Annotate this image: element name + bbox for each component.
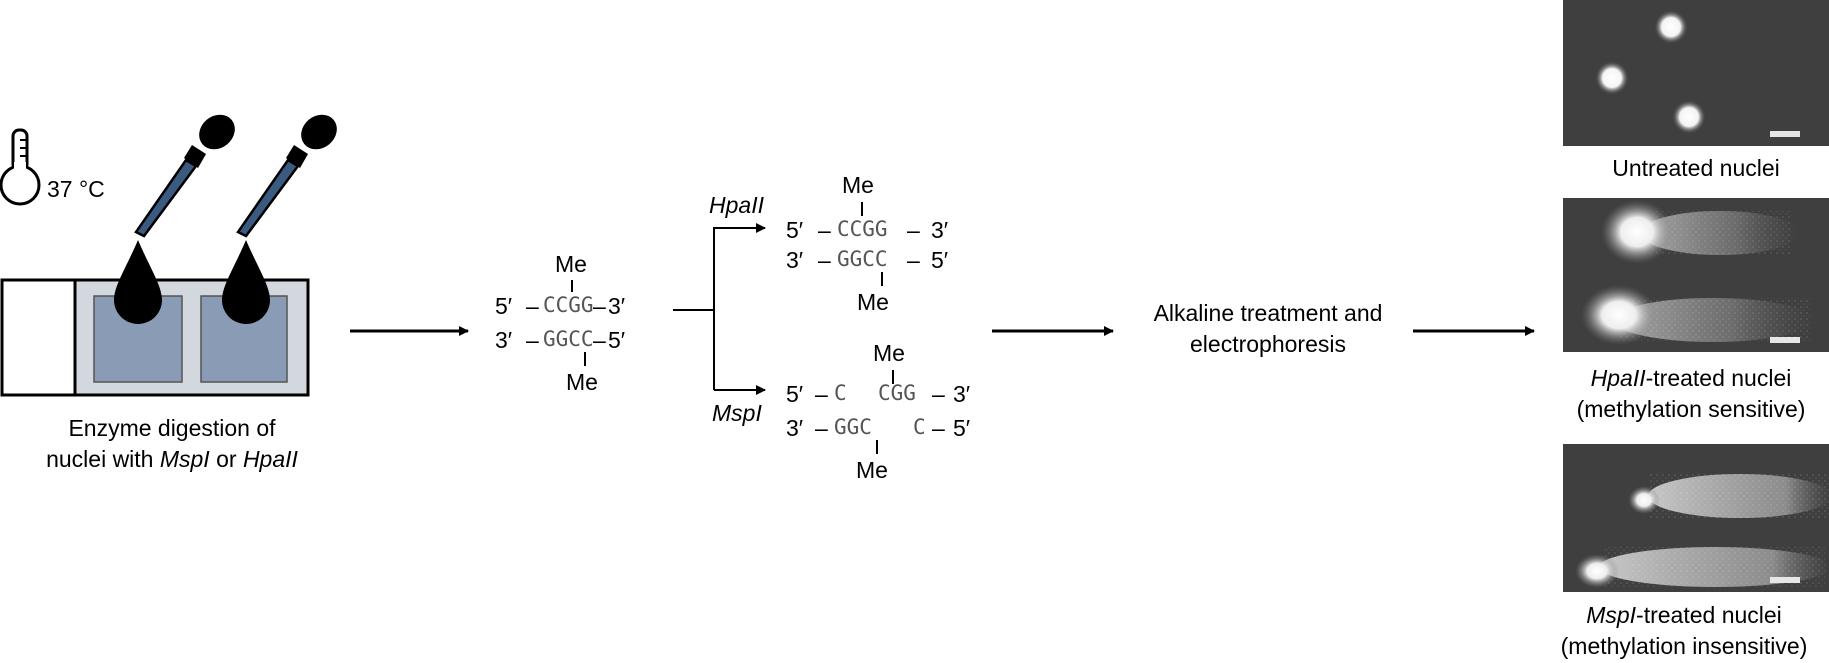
strand-top-3prime: 3′ [608, 293, 625, 319]
strand-bottom-5prime: 5′ [608, 327, 625, 353]
pipette-left-icon [114, 114, 235, 324]
svg-text:–: – [818, 217, 831, 243]
strand-top-sequence: CCGG [543, 293, 594, 317]
hpaii-nuclei-micrograph [1563, 198, 1829, 352]
svg-text:3′: 3′ [786, 247, 803, 273]
svg-text:GGC: GGC [834, 415, 872, 439]
svg-text:Me: Me [857, 289, 889, 315]
svg-text:C: C [834, 381, 847, 405]
svg-text:–: – [907, 247, 920, 273]
svg-text:–: – [932, 415, 945, 441]
branch-connector [673, 223, 766, 395]
svg-text:Me: Me [873, 340, 905, 366]
svg-text:GGCC: GGCC [837, 247, 888, 271]
alkaline-step-label: Alkaline treatment and electrophoresis [1153, 300, 1383, 357]
svg-text:–: – [526, 293, 539, 319]
thermometer-icon [0, 128, 41, 206]
hpaii-caption: HpaII-treated nuclei (methylation sensit… [1576, 365, 1806, 422]
svg-text:Me: Me [842, 172, 874, 198]
mspi-branch-label: MspI [712, 400, 762, 426]
scale-bar [1770, 337, 1800, 343]
svg-text:Me: Me [856, 457, 888, 483]
svg-text:5′: 5′ [953, 415, 970, 441]
methylated-ccgg-duplex: Me 5′ – CCGG – 3′ 3′ – GGCC – 5′ Me [495, 251, 625, 395]
untreated-nuclei-micrograph [1563, 0, 1829, 146]
svg-text:–: – [526, 327, 539, 353]
svg-text:CCGG: CCGG [837, 217, 888, 241]
scale-bar [1770, 131, 1800, 137]
svg-text:C: C [913, 415, 926, 439]
methyl-label-bottom: Me [566, 369, 598, 395]
svg-text:CGG: CGG [878, 381, 916, 405]
digestion-caption: Enzyme digestion of nuclei with MspI or … [46, 415, 298, 472]
svg-text:–: – [815, 415, 828, 441]
svg-text:3′: 3′ [931, 217, 948, 243]
mspi-nuclei-micrograph [1563, 444, 1829, 592]
hpaii-branch-label: HpaII [709, 192, 765, 218]
mspi-product-duplex: Me 5′ – C CGG – 3′ 3′ – GGC C – 5′ Me [786, 340, 970, 483]
svg-text:5′: 5′ [786, 217, 803, 243]
svg-text:–: – [907, 217, 920, 243]
untreated-caption: Untreated nuclei [1612, 155, 1780, 181]
mspi-caption: MspI-treated nuclei (methylation insensi… [1560, 602, 1808, 659]
pipette-right-icon [222, 114, 337, 324]
methyl-label-top: Me [555, 251, 587, 277]
svg-text:–: – [818, 247, 831, 273]
svg-text:–: – [932, 381, 945, 407]
scale-bar [1770, 577, 1800, 583]
svg-text:3′: 3′ [953, 381, 970, 407]
svg-text:–: – [815, 381, 828, 407]
strand-bottom-3prime: 3′ [495, 327, 512, 353]
svg-text:–: – [593, 293, 606, 319]
temperature-label: 37 °C [47, 176, 105, 202]
svg-text:5′: 5′ [786, 381, 803, 407]
strand-top-5prime: 5′ [495, 293, 512, 319]
strand-bottom-sequence: GGCC [543, 327, 594, 351]
hpaii-product-duplex: Me 5′ – CCGG – 3′ 3′ – GGCC – 5′ Me [786, 172, 948, 315]
svg-text:3′: 3′ [786, 415, 803, 441]
svg-text:5′: 5′ [931, 247, 948, 273]
svg-text:–: – [593, 327, 606, 353]
